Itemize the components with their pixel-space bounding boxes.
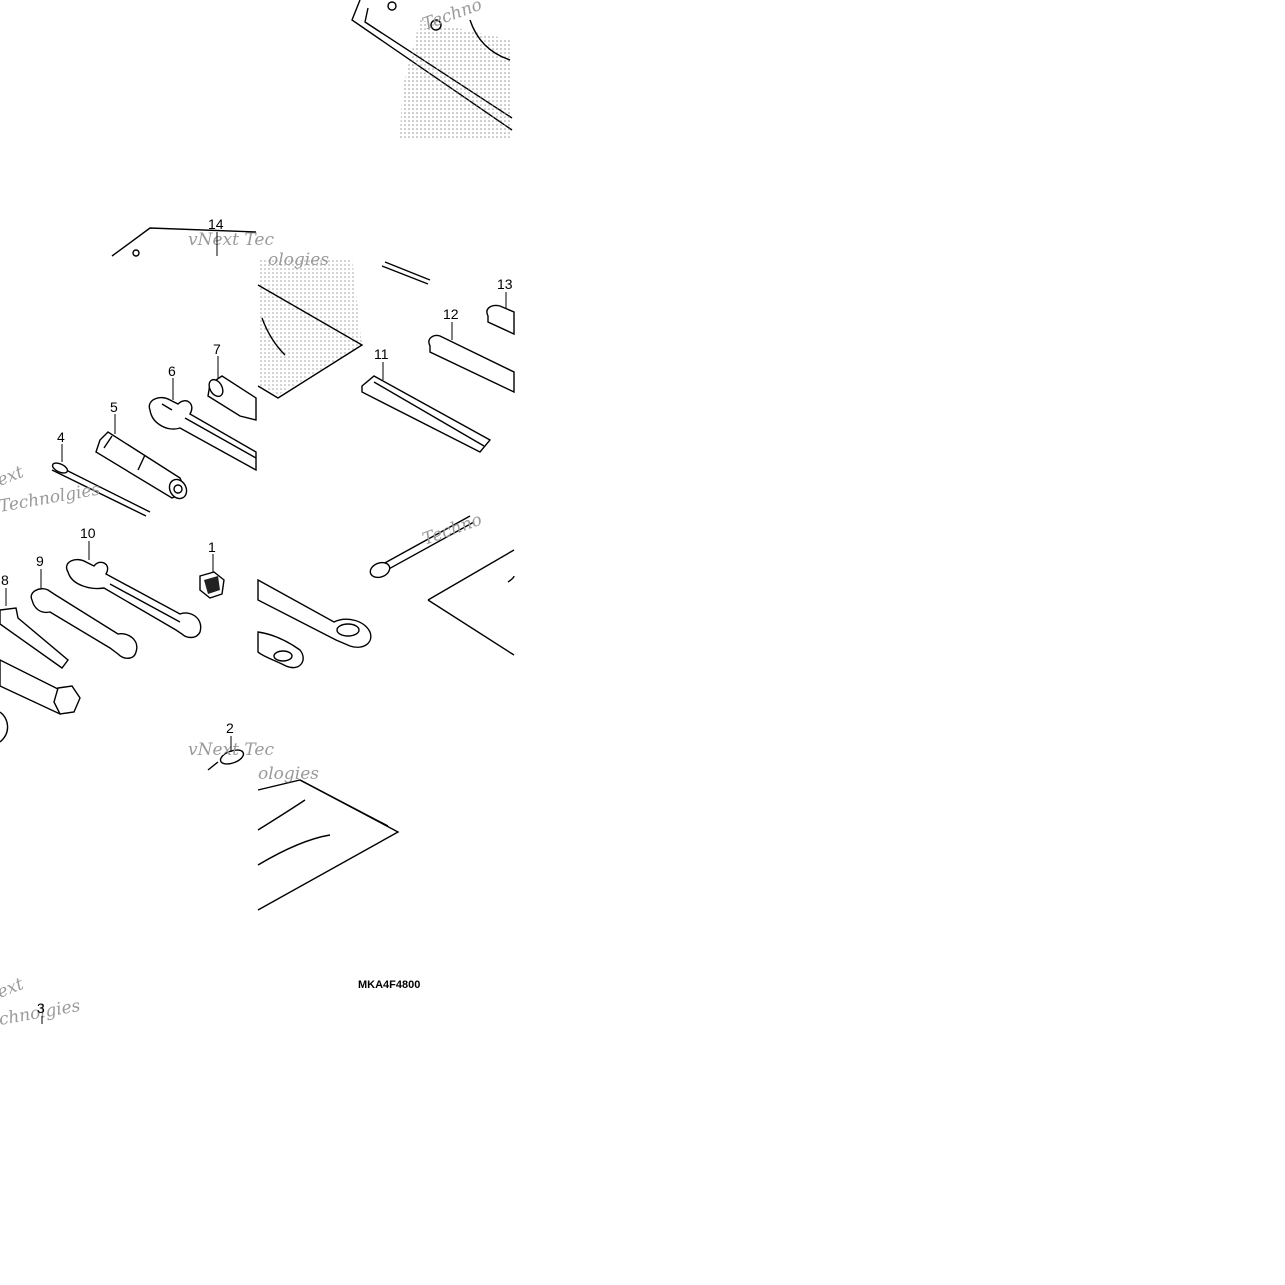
callout-part-4: 4 [57, 429, 65, 445]
tool-kit-left-tile [51, 227, 257, 517]
callout-part-13: 13 [497, 276, 513, 292]
hex-key-part-8 [0, 607, 69, 669]
watermark-text: Techno [420, 510, 485, 550]
handle-part-5 [95, 431, 188, 500]
wrench-part-9 [30, 588, 138, 659]
bar-part-12 [428, 334, 515, 394]
watermark-text: ologies [268, 250, 329, 270]
callout-part-10: 10 [80, 525, 96, 541]
watermark-text: ext [0, 974, 27, 1003]
bar-part-11 [361, 375, 492, 453]
wrench-part-6 [148, 396, 257, 472]
socket-part-7 [207, 375, 257, 421]
bar-part-13 [486, 304, 515, 336]
tool-bag-fragment [351, 0, 513, 138]
ring-part-2 [207, 749, 245, 771]
tool-kit-lower-right-tile [257, 515, 515, 669]
callout-part-8: 8 [1, 572, 9, 588]
watermark-text: vNext Tec [188, 230, 274, 250]
watermark-text: ologies [258, 764, 319, 784]
callout-part-5: 5 [110, 399, 118, 415]
wrench-part-10 [65, 558, 202, 639]
tool-kit-lower-left-tile [0, 558, 245, 771]
callout-part-14: 14 [208, 216, 224, 232]
callout-part-2: 2 [226, 720, 234, 736]
callout-part-1: 1 [208, 539, 216, 555]
clip-part-1 [199, 571, 225, 599]
callout-part-3: 3 [37, 1000, 45, 1016]
manual-sheet [257, 779, 400, 911]
callout-part-6: 6 [168, 363, 176, 379]
screwdriver-part-4 [51, 462, 151, 517]
callout-part-9: 9 [36, 553, 44, 569]
watermark-text: ext [0, 462, 27, 491]
callout-part-12: 12 [443, 306, 459, 322]
socket-wrench-fragment [0, 659, 81, 743]
tool-kit-right-tile [257, 258, 515, 453]
callout-part-11: 11 [374, 346, 389, 362]
diagram-code: MKA4F4800 [358, 979, 420, 991]
callouts: 14 4 5 6 7 11 12 13 10 9 8 1 2 3 [1, 216, 513, 1024]
callout-part-7: 7 [213, 341, 221, 357]
